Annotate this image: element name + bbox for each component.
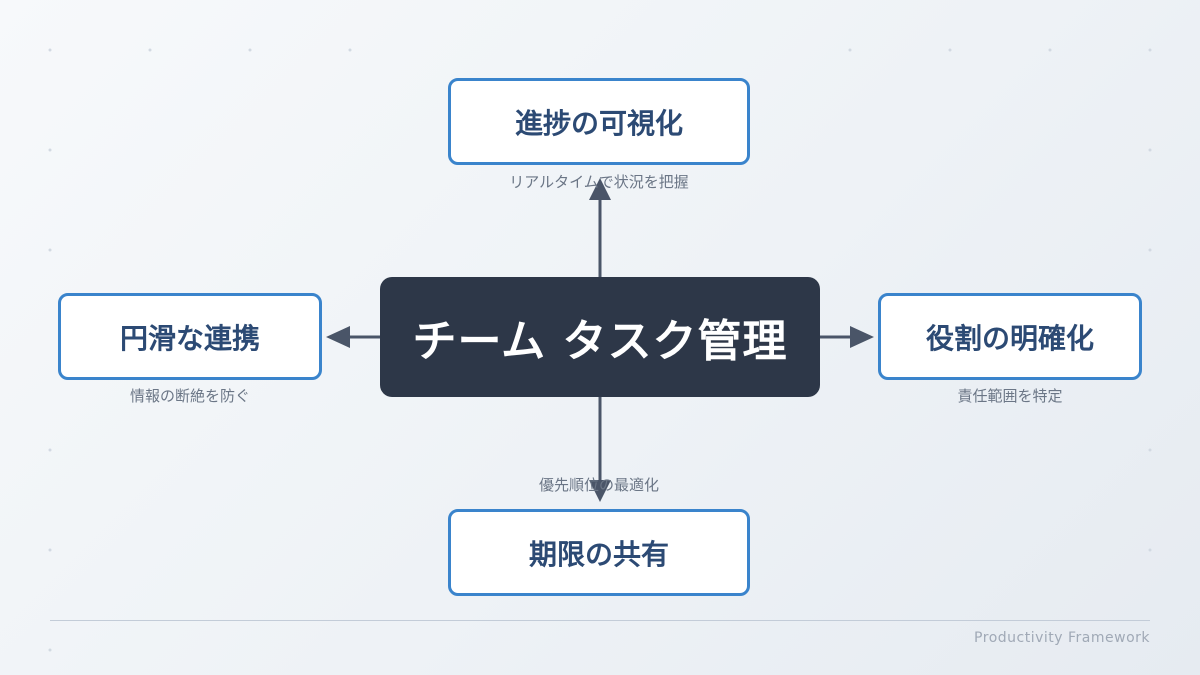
arrow-down-head: [589, 480, 611, 502]
node-role-clarity: 役割の明確化: [878, 293, 1142, 380]
node-top-caption: リアルタイムで状況を把握: [509, 173, 689, 191]
arrow-up-head: [589, 178, 611, 200]
arrow-left-head: [326, 326, 350, 348]
footer-divider: [50, 620, 1150, 621]
node-bottom-label: 期限の共有: [528, 537, 669, 571]
node-smooth-collaboration: 円滑な連携: [58, 293, 322, 380]
center-topic-title: チーム タスク管理: [412, 316, 788, 367]
arrow-right-head: [850, 326, 874, 348]
node-bottom-caption: 優先順位の最適化: [538, 476, 659, 494]
node-left-label: 円滑な連携: [119, 321, 260, 355]
center-topic-box: チーム タスク管理: [380, 277, 820, 397]
node-progress-visibility: 進捗の可視化: [448, 78, 750, 165]
node-deadline-sharing: 期限の共有: [448, 509, 750, 596]
node-right-caption: 責任範囲を特定: [957, 387, 1063, 405]
node-right-label: 役割の明確化: [925, 321, 1094, 355]
node-top-label: 進捗の可視化: [514, 106, 683, 140]
node-left-caption: 情報の断絶を防ぐ: [129, 387, 250, 405]
footer-label: Productivity Framework: [974, 630, 1150, 646]
